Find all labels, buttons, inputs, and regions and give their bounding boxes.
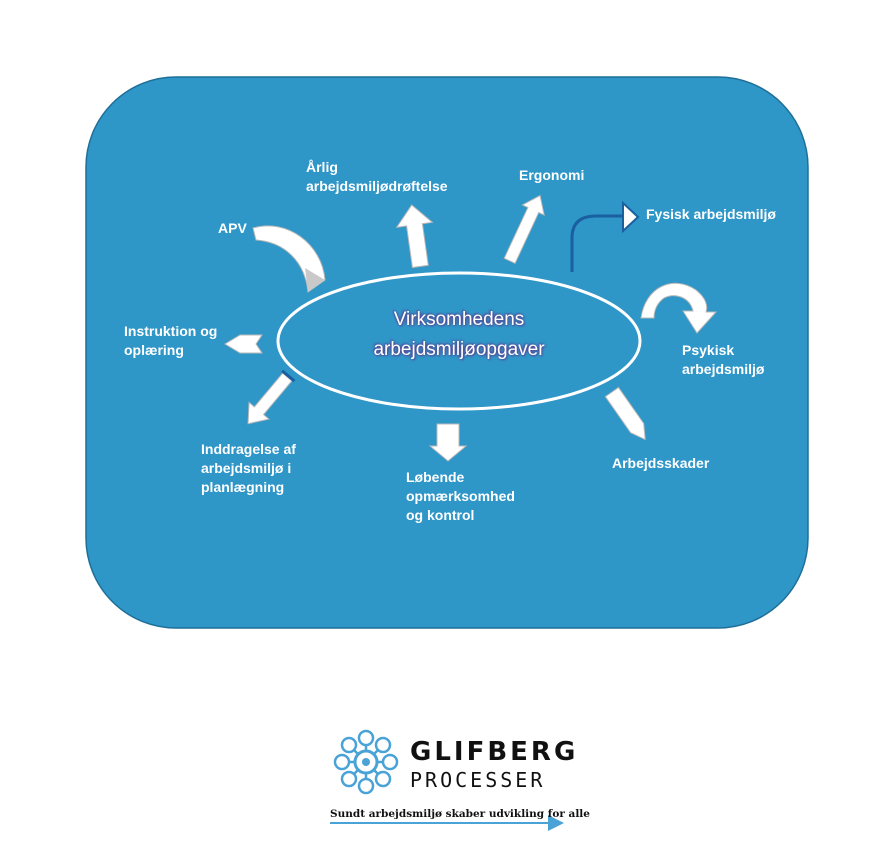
label-lobende: Løbende opmærksomhed og kontrol <box>406 468 515 525</box>
label-arbejdsskader: Arbejdsskader <box>612 454 709 473</box>
label-arbejdsskader-line-1: Arbejdsskader <box>612 455 710 471</box>
label-apv: APV <box>218 219 247 238</box>
label-instruktion-line-1: Instruktion og <box>124 323 218 339</box>
label-inddragelse: Inddragelse af arbejdsmiljø i planlægnin… <box>201 440 296 497</box>
arrow-apv <box>252 225 326 293</box>
logo-petal <box>357 777 375 795</box>
arrow-fysisk <box>570 200 640 272</box>
label-apv-line-1: APV <box>218 220 247 236</box>
center-line-1: Virksomhedens <box>393 309 525 330</box>
label-arlig-line-2: arbejdsmiljødrøftelse <box>306 178 448 194</box>
logo-spoke <box>353 768 360 775</box>
label-fysisk-line-1: Fysisk arbejdsmiljø <box>646 206 776 222</box>
label-arlig: Årlig arbejdsmiljødrøftelse <box>306 158 448 196</box>
center-title: Virksomhedens arbejdsmiljøopgaver <box>280 305 638 365</box>
label-inddragelse-line-2: arbejdsmiljø i <box>201 460 292 476</box>
logo-tagline: Sundt arbejdsmiljø skaber udvikling for … <box>330 808 590 820</box>
logo-petal <box>333 753 351 771</box>
logo-spoke <box>353 749 360 756</box>
label-instruktion-line-2: oplæring <box>124 342 184 358</box>
label-inddragelse-line-1: Inddragelse af <box>201 441 296 457</box>
logo-petal <box>374 770 392 788</box>
label-lobende-line-2: opmærksomhed <box>406 488 515 504</box>
center-ellipse <box>276 271 642 411</box>
label-psykisk-line-1: Psykisk <box>682 342 735 358</box>
logo-petal <box>340 736 358 754</box>
center-line-2: arbejdsmiljøopgaver <box>373 339 545 360</box>
label-fysisk: Fysisk arbejdsmiljø <box>646 205 776 224</box>
logo-petal <box>381 753 399 771</box>
label-ergonomi-line-1: Ergonomi <box>519 167 585 183</box>
label-lobende-line-3: og kontrol <box>406 507 475 523</box>
logo-spoke <box>372 768 379 775</box>
logo-petal <box>357 729 375 747</box>
arrow-instruktion <box>224 334 263 354</box>
logo-petal <box>340 770 358 788</box>
arrow-lobende <box>428 423 468 462</box>
label-lobende-line-1: Løbende <box>406 469 465 485</box>
label-ergonomi: Ergonomi <box>519 166 584 185</box>
arrow-ergonomi <box>503 194 545 265</box>
logo-sub: PROCESSER <box>410 768 546 792</box>
arrow-arlig <box>395 204 434 269</box>
arrow-inddragelse <box>247 369 296 425</box>
logo-spoke <box>372 749 379 756</box>
label-psykisk-line-2: arbejdsmiljø <box>682 361 765 377</box>
logo-mark <box>333 729 399 795</box>
arrow-psykisk <box>640 282 718 334</box>
label-psykisk: Psykisk arbejdsmiljø <box>682 341 764 379</box>
label-arlig-line-1: Årlig <box>306 159 338 175</box>
logo-name: GLIFBERG <box>410 737 579 767</box>
logo-petal <box>374 736 392 754</box>
label-inddragelse-line-3: planlægning <box>201 479 285 495</box>
arrow-arbejdsskader <box>604 386 646 441</box>
label-instruktion: Instruktion og oplæring <box>124 322 217 360</box>
